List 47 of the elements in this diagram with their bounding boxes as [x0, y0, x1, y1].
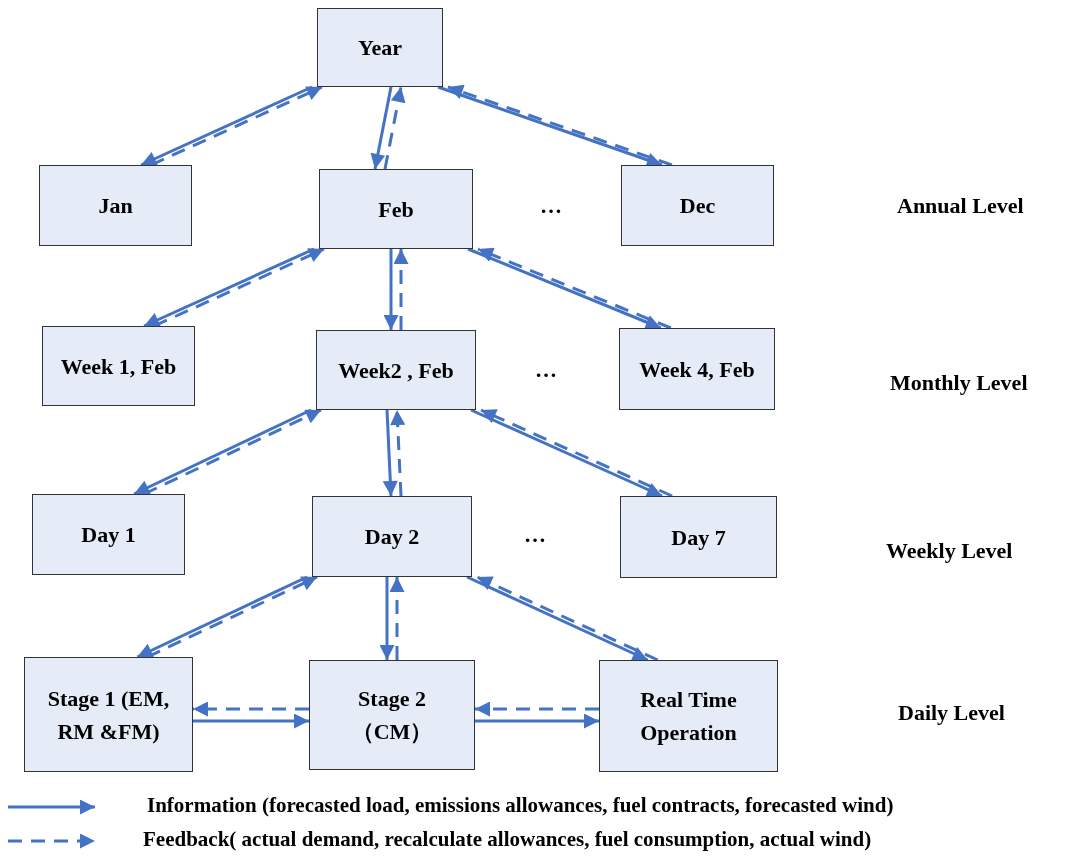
ellipsis: …: [540, 193, 562, 219]
process-box: [317, 8, 443, 87]
process-box: [309, 660, 475, 770]
ellipsis: …: [535, 357, 557, 383]
process-box: [42, 326, 195, 406]
arrow: [393, 249, 409, 330]
process-box: [24, 657, 193, 772]
process-box: [319, 169, 473, 249]
arrow: [383, 249, 399, 330]
process-box: [39, 165, 192, 246]
box-label: Jan: [97, 192, 134, 220]
arrow: [383, 86, 406, 170]
box-label: Dec: [678, 192, 717, 220]
arrow: [389, 577, 405, 660]
box-label: Week 4, Feb: [638, 355, 756, 384]
process-box: [32, 494, 185, 575]
legend-text: Information (forecasted load, emissions allowances, fuel contracts, forecasted wind): [147, 793, 894, 818]
level-label: Annual Level: [897, 193, 1024, 219]
level-label: Monthly Level: [890, 370, 1028, 396]
box-label: Week 1, Feb: [59, 352, 178, 381]
process-box: [620, 496, 777, 578]
level-label: Daily Level: [898, 700, 1005, 726]
process-box: [621, 165, 774, 246]
process-box: [599, 660, 778, 772]
process-box: [619, 328, 775, 410]
arrow: [193, 713, 309, 729]
box-label: Week2 , Feb: [337, 356, 455, 385]
process-box: [316, 330, 476, 410]
arrow: [193, 701, 309, 717]
arrow: [379, 577, 395, 660]
legend-text: Feedback( actual demand, recalculate allowances, fuel consumption, actual wind): [143, 827, 872, 852]
box-label: Real Time Operation: [639, 686, 738, 747]
level-label: Weekly Level: [886, 538, 1013, 564]
box-label: Day 2: [363, 523, 421, 551]
ellipsis: …: [524, 522, 546, 548]
arrow: [390, 409, 406, 497]
arrow: [475, 701, 599, 717]
box-label: Stage 1 (EM, RM &FM): [46, 684, 171, 746]
box-label: Feb: [377, 195, 415, 224]
box-label: Stage 2 （CM）: [350, 685, 434, 746]
box-label: Day 7: [670, 523, 727, 552]
box-label: Day 1: [80, 521, 137, 549]
process-box: [312, 496, 472, 577]
box-label: Year: [357, 34, 403, 62]
arrow: [382, 409, 398, 497]
arrow: [370, 86, 393, 170]
arrow: [475, 713, 599, 729]
